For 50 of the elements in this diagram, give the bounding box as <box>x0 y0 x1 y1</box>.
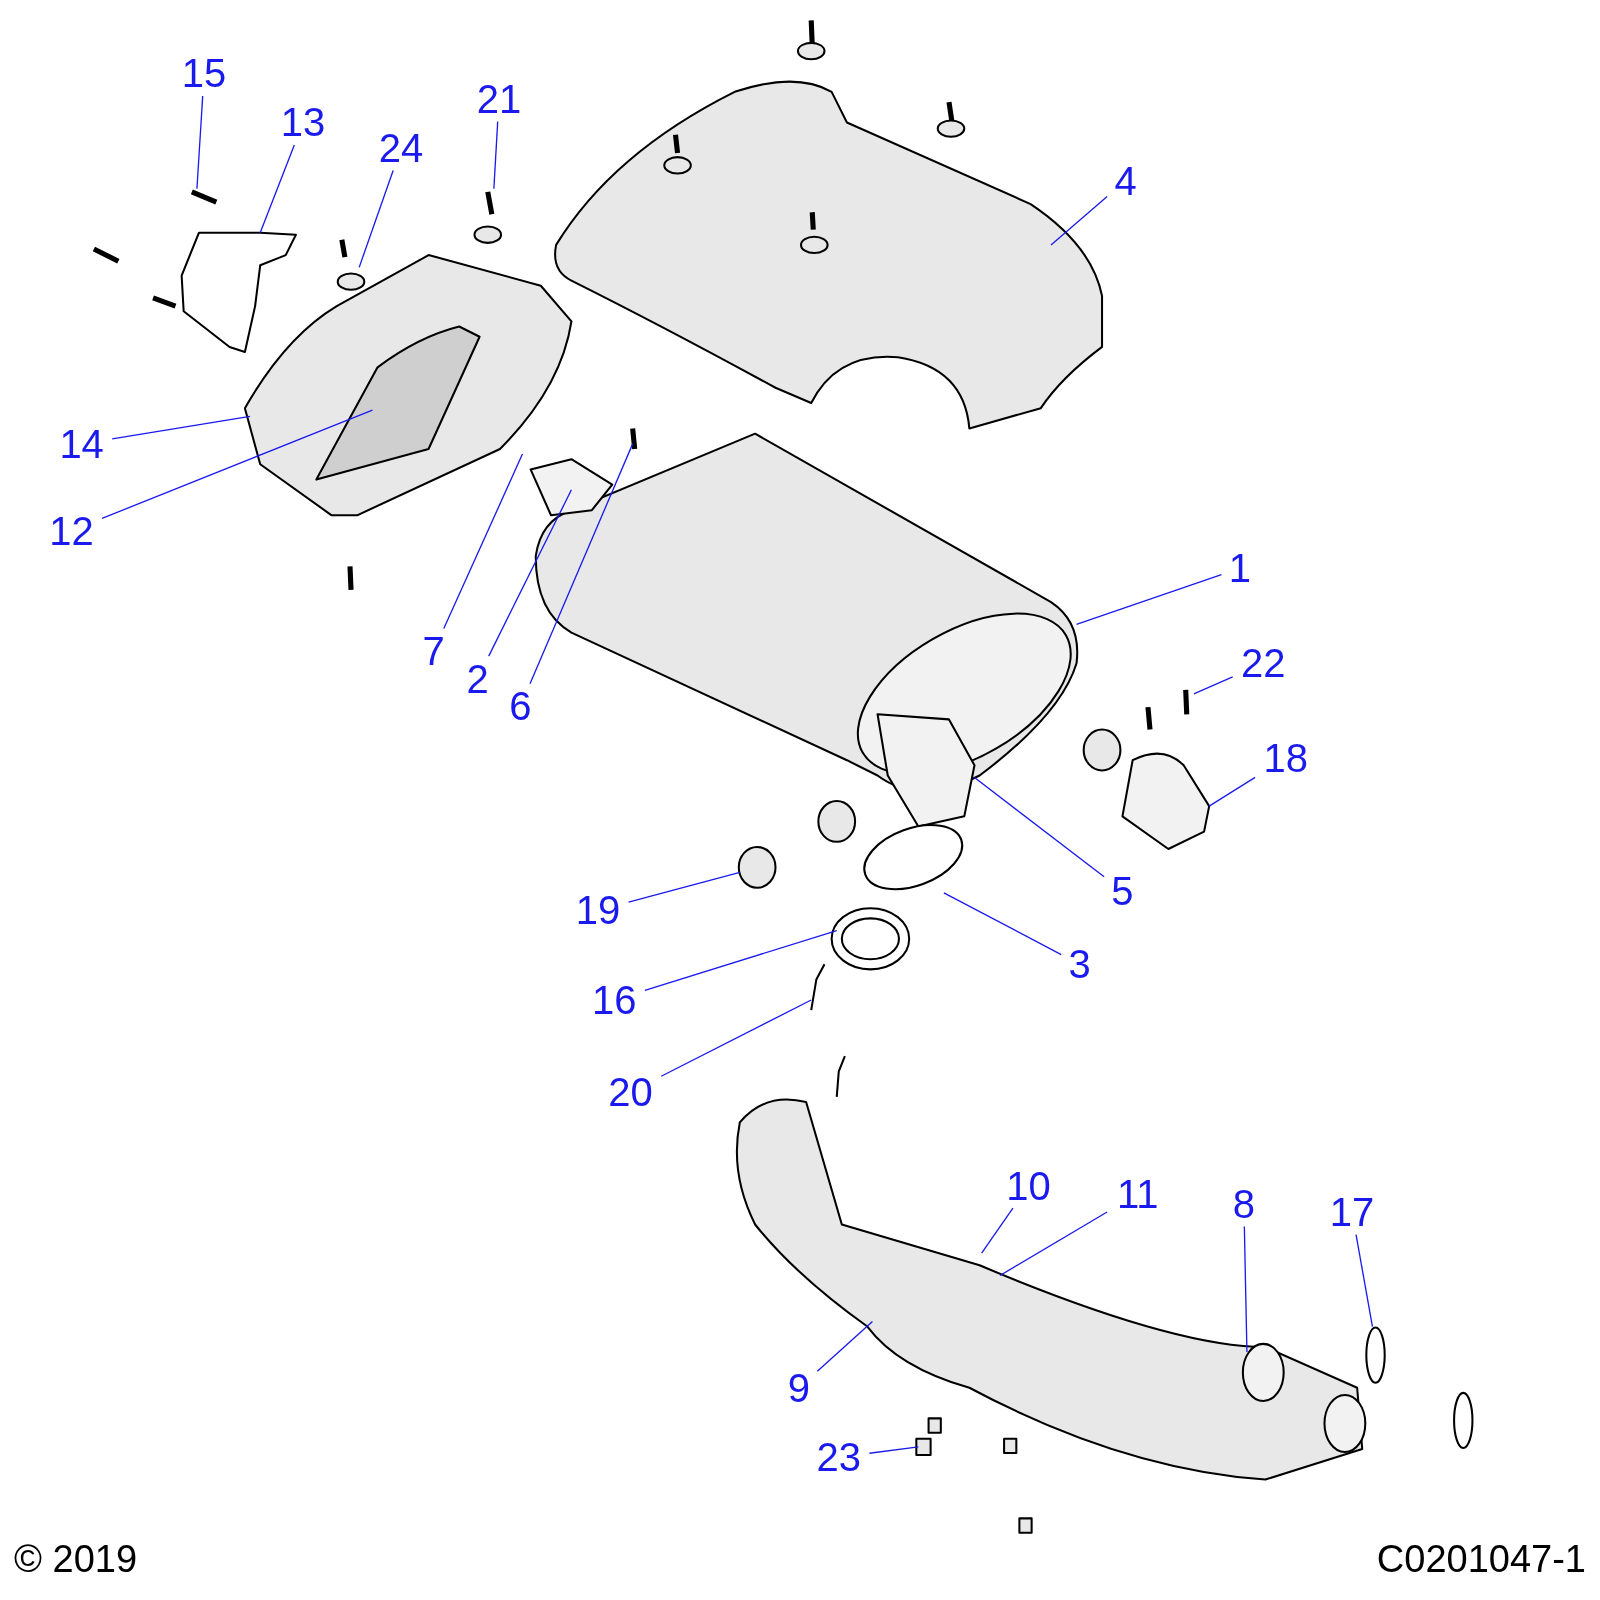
leader-line <box>816 1320 874 1372</box>
leader-line <box>644 929 838 992</box>
leader-line <box>358 169 394 268</box>
leader-line <box>1243 1225 1248 1353</box>
callout-number: 3 <box>1068 944 1091 985</box>
callout-number: 7 <box>422 631 445 671</box>
callout-number: 13 <box>280 102 326 143</box>
callout-number: 18 <box>1263 738 1308 779</box>
callout-number: 12 <box>49 510 94 551</box>
callout-number: 8 <box>1232 1184 1255 1225</box>
callout-number: 5 <box>1111 870 1134 911</box>
callout-number: 2 <box>466 658 489 699</box>
callout-number: 20 <box>608 1071 653 1112</box>
leader-line <box>259 144 295 234</box>
leader-line <box>111 415 251 440</box>
callout-number: 4 <box>1114 160 1137 201</box>
callout-number: 14 <box>59 423 104 464</box>
leader-line <box>529 443 634 685</box>
leader-line <box>999 1211 1108 1277</box>
leader-line <box>1208 776 1256 807</box>
drawing-number: C0201047-1 <box>1376 1540 1586 1578</box>
callout-number: 21 <box>476 78 522 119</box>
callout-number: 16 <box>592 980 637 1020</box>
callout-number: 11 <box>1117 1173 1159 1214</box>
leader-line <box>443 453 524 630</box>
leader-line <box>196 95 204 190</box>
callout-number: 9 <box>787 1367 811 1408</box>
leader-line <box>627 871 741 903</box>
leader-line <box>980 1207 1014 1254</box>
callout-number: 19 <box>575 890 621 931</box>
leader-line <box>493 120 499 190</box>
leader-line <box>943 892 1062 956</box>
leader-line <box>101 409 374 520</box>
leader-line <box>1193 676 1234 695</box>
callout-number: 24 <box>378 127 424 168</box>
copyright-note: © 2019 <box>14 1540 138 1578</box>
callout-number: 22 <box>1241 643 1286 684</box>
leader-line <box>660 999 812 1077</box>
leader-line <box>488 489 573 657</box>
leader-line <box>1075 574 1223 626</box>
leader-line <box>868 1446 920 1454</box>
callout-number: 6 <box>509 686 532 727</box>
leader-line <box>1355 1234 1374 1328</box>
callout-number: 10 <box>1006 1165 1051 1206</box>
leader-line <box>973 776 1105 878</box>
callout-number: 23 <box>816 1437 861 1478</box>
leader-line <box>1050 195 1108 246</box>
callout-number: 17 <box>1329 1192 1375 1233</box>
callout-number: 15 <box>181 53 227 94</box>
callout-number: 1 <box>1228 548 1251 589</box>
